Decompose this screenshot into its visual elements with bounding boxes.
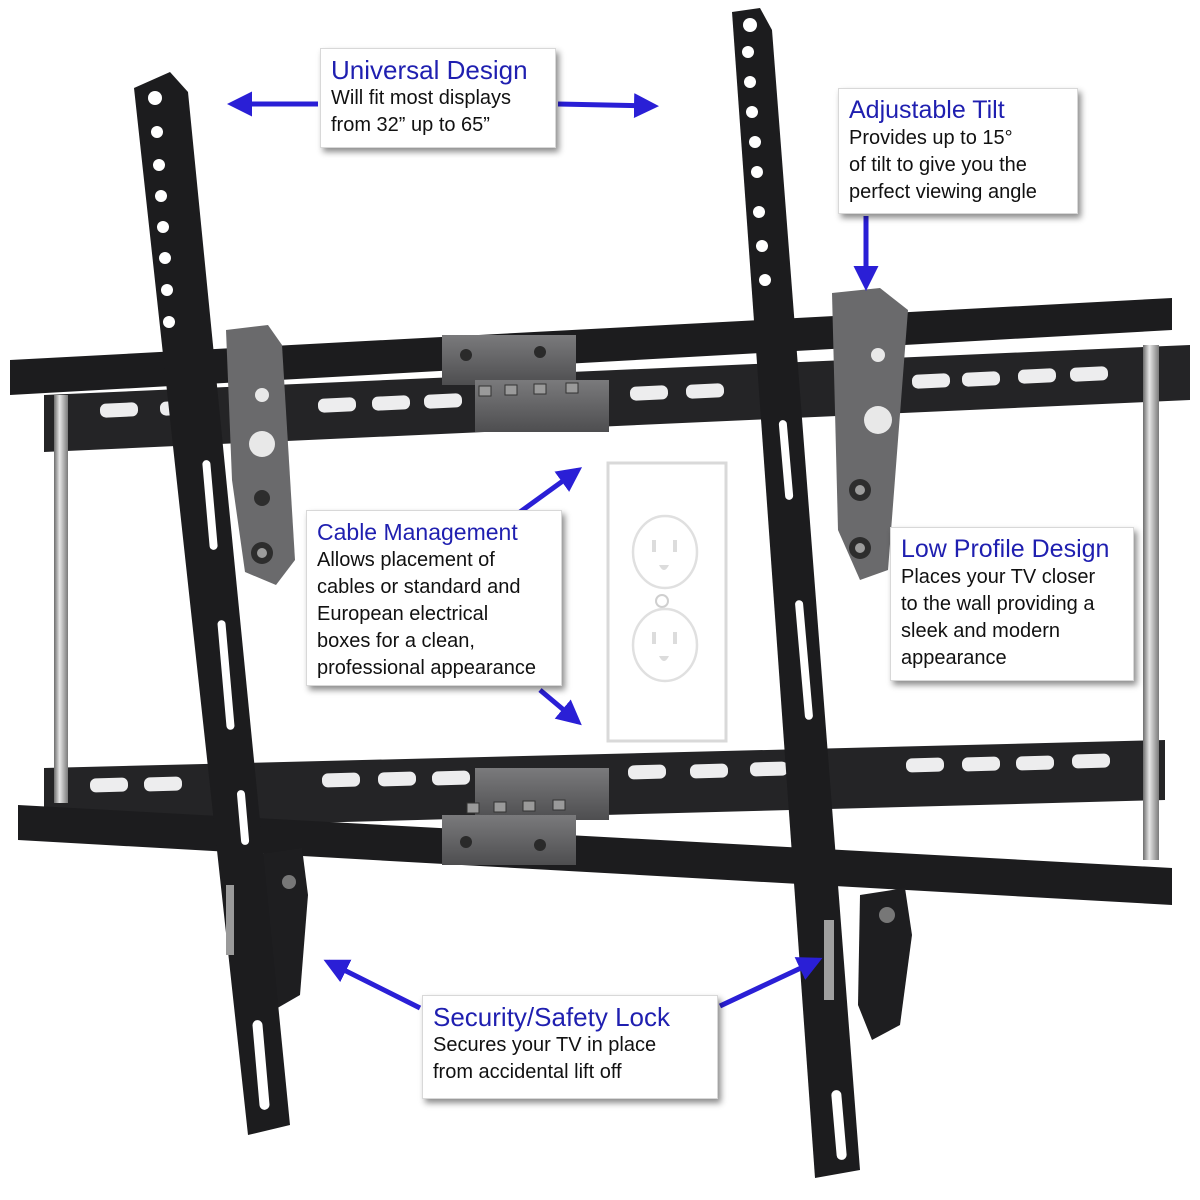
callout-text: Provides up to 15° xyxy=(849,127,1013,149)
callout-text: boxes for a clean, xyxy=(317,630,475,652)
callout-title: Cable Management xyxy=(317,519,518,545)
callout-title: Low Profile Design xyxy=(901,535,1110,563)
callout-text: Places your TV closer xyxy=(901,566,1096,588)
center-plate-top xyxy=(442,335,609,432)
callout-text: to the wall providing a xyxy=(901,593,1095,615)
callout-text: appearance xyxy=(901,647,1007,669)
callout-text: Will fit most displays xyxy=(331,87,512,109)
center-plate-bottom xyxy=(442,768,609,865)
callout-text: Allows placement of xyxy=(317,549,495,571)
wall-outlet-icon xyxy=(606,461,728,743)
callout-text: European electrical xyxy=(317,603,489,625)
spacer-rod-left xyxy=(54,395,68,803)
callout-text: from accidental lift off xyxy=(433,1061,622,1083)
callout-text: cables or standard and xyxy=(317,576,521,598)
spacer-rod-right xyxy=(1143,345,1159,860)
callout-text: from 32” up to 65” xyxy=(331,114,490,136)
callout-text: professional appearance xyxy=(317,657,537,679)
tv-arm-left xyxy=(134,72,290,1135)
callout-title: Security/Safety Lock xyxy=(433,1002,670,1032)
callout-adjustable-tilt: Adjustable Tilt Provides up to 15° of ti… xyxy=(838,88,1078,214)
callout-title: Universal Design xyxy=(331,55,528,85)
callout-security-safety-lock: Security/Safety Lock Secures your TV in … xyxy=(422,995,718,1099)
callout-title: Adjustable Tilt xyxy=(849,96,1005,124)
callout-low-profile-design: Low Profile Design Places your TV closer… xyxy=(890,527,1134,681)
callout-text: perfect viewing angle xyxy=(849,181,1037,203)
callout-cable-management: Cable Management Allows placement of cab… xyxy=(306,510,562,686)
paw-icon xyxy=(249,431,275,457)
wall-plate-bottom-rail xyxy=(18,740,1172,905)
callout-universal-design: Universal Design Will fit most displays … xyxy=(320,48,556,148)
tilt-bracket-right xyxy=(832,288,912,1040)
arrow-icon xyxy=(227,91,879,1011)
tilt-bracket-left xyxy=(226,325,308,1010)
screw-icon xyxy=(478,382,579,397)
callout-text: of tilt to give you the xyxy=(849,154,1027,176)
callout-text: Secures your TV in place xyxy=(433,1034,657,1056)
tv-arm-right xyxy=(732,8,860,1178)
callout-text: sleek and modern xyxy=(901,620,1060,642)
